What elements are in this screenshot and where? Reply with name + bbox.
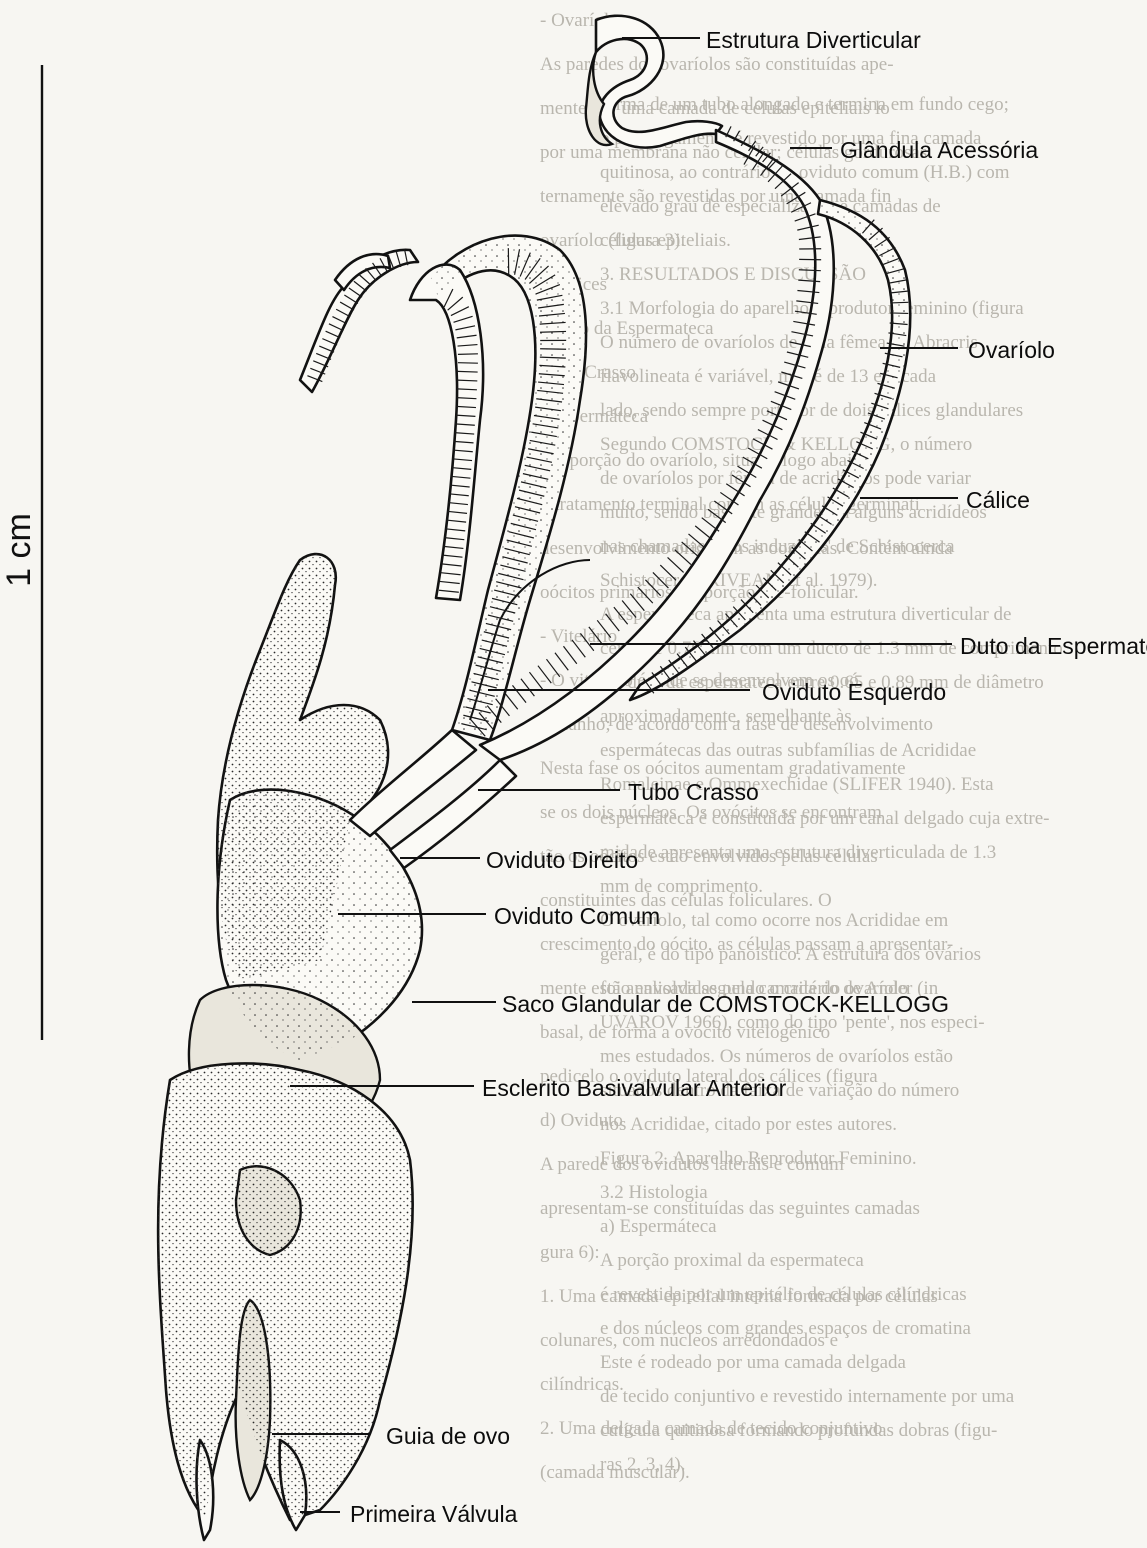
- background-text-line: cutícula quitinosa formando profundas do…: [600, 1420, 997, 1441]
- background-text-line: Este é rodeado por uma camada delgada: [600, 1352, 907, 1373]
- tube-ring: [563, 646, 576, 664]
- label-duto-espermateca: Duto da Espermateca: [960, 633, 1147, 659]
- background-text-line: A porção proximal da espermateca: [600, 1250, 864, 1271]
- background-text-line: gura 6):: [540, 1242, 600, 1263]
- background-text-line: células epiteliais.: [600, 230, 731, 251]
- background-text-line: quitinosa, ao contrário do oviduto comum…: [600, 162, 1010, 183]
- background-text-line: de tecido conjuntivo e revestido interna…: [600, 1386, 1015, 1407]
- tube-ring: [890, 302, 908, 303]
- tube-ring: [540, 349, 566, 350]
- background-text-line: e dos núcleos com grandes espaços de cro…: [600, 1318, 971, 1339]
- background-text-line: aproximadamente, semelhante às: [600, 706, 852, 727]
- tube-ring: [458, 363, 478, 364]
- scale-bar-label: 1 cm: [0, 513, 38, 587]
- background-text-line: espermáteca é constituída por um canal d…: [600, 808, 1049, 829]
- background-text-line: muito, sendo bastante grande em alguns a…: [600, 502, 987, 523]
- background-text-line: espermátecas das outras subfamílias de A…: [600, 740, 976, 761]
- background-text-line: nas chamadas 'ovos induzidos' de Schisto…: [600, 536, 955, 557]
- background-text-line: é revestida por um epitélio de células c…: [600, 1284, 967, 1305]
- tube-ring: [457, 380, 477, 381]
- background-text-line: mes estudados. Os números de ovaríolos e…: [600, 1046, 953, 1067]
- scale-bar: 1 cm: [0, 65, 42, 1040]
- background-text-line: apresentam-se constituídas das seguintes…: [540, 1198, 920, 1219]
- background-text-line: 3.2 Histologia: [600, 1182, 708, 1203]
- label-primeira-valvula: Primeira Válvula: [350, 1501, 518, 1527]
- background-text-line: forma de um tubo alongado e termina em f…: [600, 94, 1009, 115]
- oviduct-left-tube: [410, 265, 483, 600]
- label-ovariolo: Ovaríolo: [968, 337, 1055, 363]
- background-text-line: elevado grau de especialização e camadas…: [600, 196, 941, 217]
- label-calice: Cálice: [966, 487, 1030, 513]
- background-text-line: O número de ovaríolos de uma fêmea de Ab…: [600, 332, 978, 353]
- tube-ring: [458, 354, 478, 355]
- label-tubo-crasso: Tubo Crasso: [628, 779, 759, 805]
- background-text-line: nos Acrididae, citado por estes autores.: [600, 1114, 897, 1135]
- label-glandula-acessoria: Glândula Acessória: [840, 137, 1038, 163]
- background-text-line: Schistocerca (RIVEAM et al. 1979).: [600, 570, 878, 591]
- tube-ring: [458, 371, 478, 372]
- background-text-line: geral, é do tipo panoístico. A estrutura…: [600, 944, 981, 965]
- label-oviduto-comum: Oviduto Comum: [494, 903, 660, 929]
- background-text-line: a) Espermáteca: [600, 1216, 717, 1237]
- background-text-line: lado, sendo sempre portador de dois cáli…: [600, 400, 1023, 421]
- background-text-line: ras 2, 3, 4).: [600, 1454, 685, 1475]
- tube-ring: [540, 331, 566, 332]
- label-guia-de-ovo: Guia de ovo: [386, 1423, 510, 1449]
- label-esclerito: Esclerito Basivalvular Anterior: [482, 1075, 787, 1101]
- label-oviduto-direito: Oviduto Direito: [486, 847, 638, 873]
- background-text-line: Figura 2. Aparelho Reprodutor Feminino.: [600, 1148, 917, 1169]
- tube-ring: [504, 692, 518, 709]
- tube-ring: [521, 679, 534, 696]
- tube-ring: [555, 653, 568, 671]
- label-oviduto-esquerdo: Oviduto Esquerdo: [762, 679, 946, 705]
- background-text-line: mm de comprimento.: [600, 876, 763, 897]
- label-saco-glandular: Saco Glandular de COMSTOCK-KELLOGG: [502, 991, 949, 1017]
- background-text-line: midade apresenta uma estrutura diverticu…: [600, 842, 996, 863]
- label-estrutura-diverticular: Estrutura Diverticular: [706, 27, 921, 53]
- background-text-line: de ovaríolos por fêmea de acridídeos pod…: [600, 468, 972, 489]
- tube-ring: [512, 685, 526, 702]
- accessory-gland: [596, 16, 722, 148]
